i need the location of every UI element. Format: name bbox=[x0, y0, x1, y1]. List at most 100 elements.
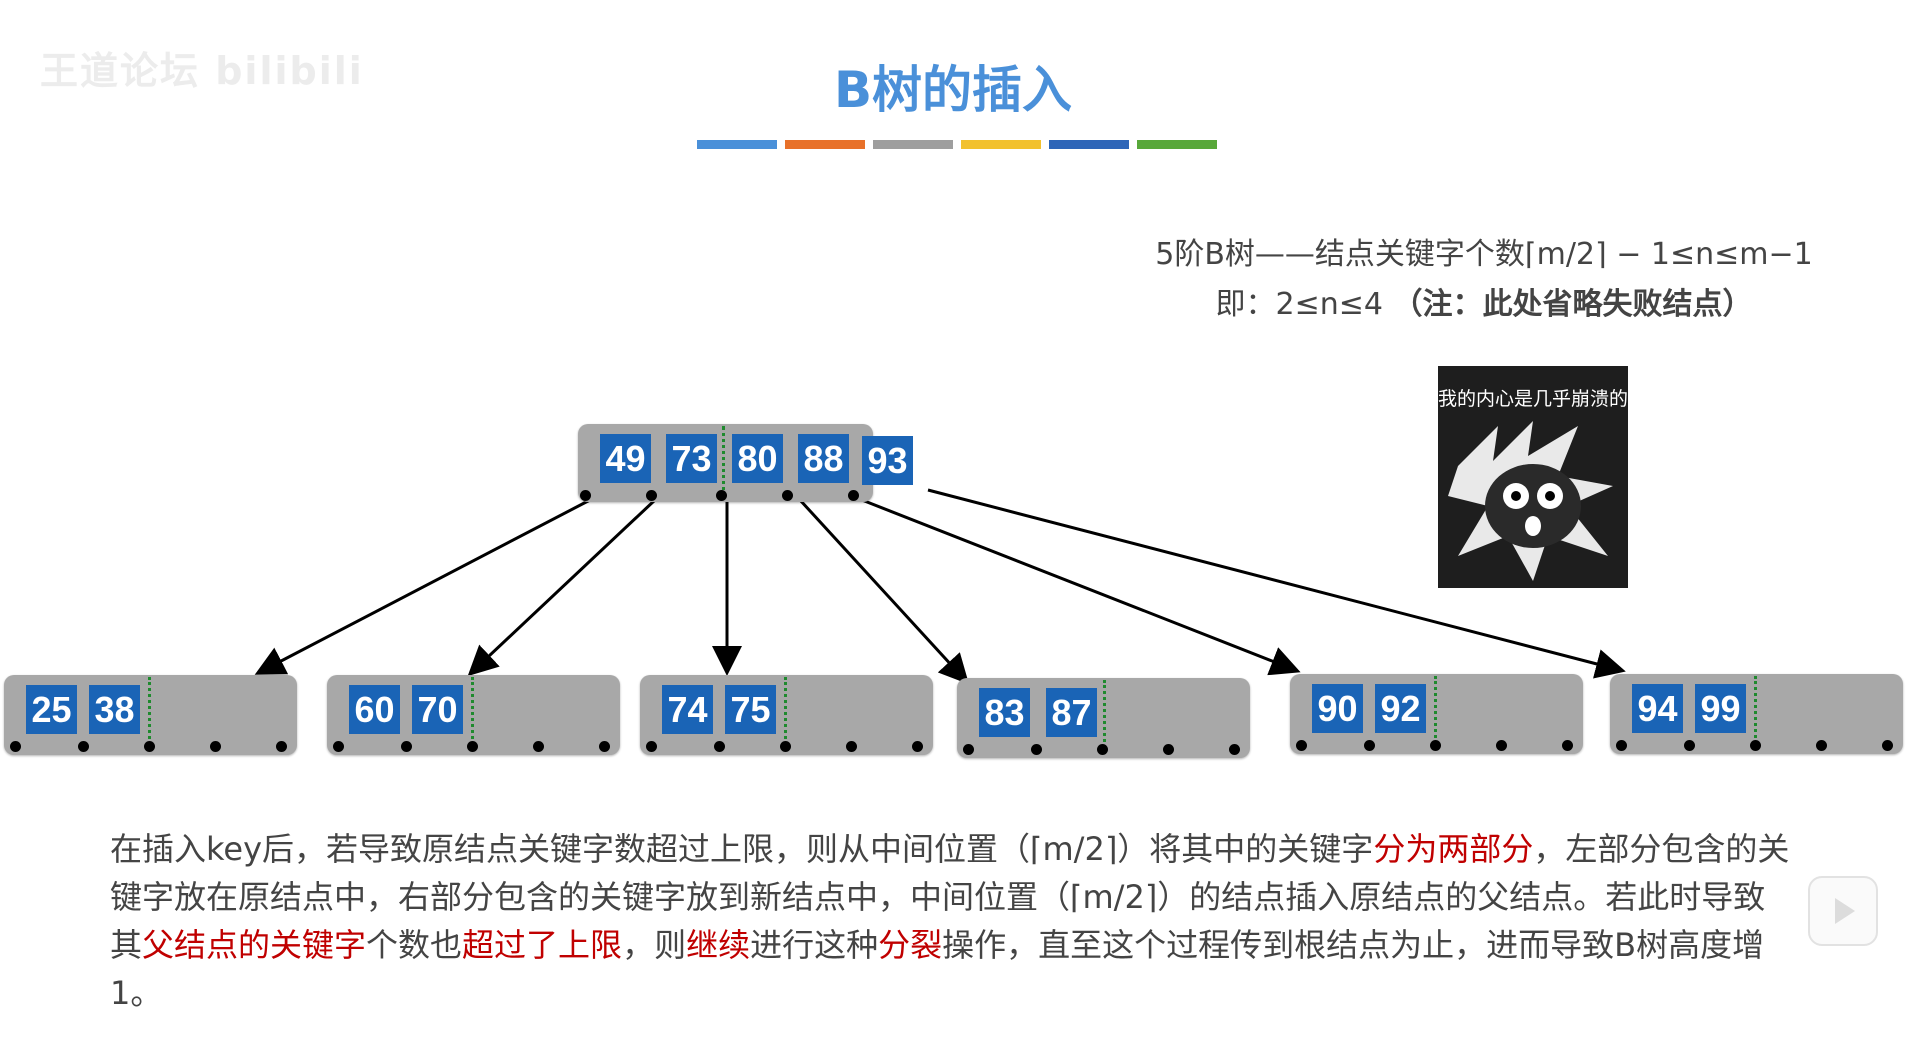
split-marker bbox=[471, 677, 474, 751]
pointer-dot bbox=[580, 490, 591, 501]
split-marker bbox=[784, 677, 787, 751]
root-key: 49 bbox=[600, 434, 651, 483]
play-button[interactable] bbox=[1808, 876, 1878, 946]
child-key: 83 bbox=[979, 688, 1030, 737]
child-node: 74 75 bbox=[640, 675, 933, 755]
highlight-text: 父结点的关键字 bbox=[142, 926, 367, 964]
edge-arrow bbox=[861, 498, 1301, 676]
color-segment bbox=[873, 140, 953, 149]
child-key: 25 bbox=[26, 685, 77, 734]
text-run: 在插入key后，若导致原结点关键字数超过上限，则从中间位置（⌈m/2⌉）将其中的… bbox=[110, 830, 1374, 868]
pointer-dot bbox=[1816, 740, 1827, 751]
rule-line-2: 即：2≤n≤4 （注：此处省略失败结点） bbox=[1094, 280, 1874, 330]
edge-arrow bbox=[927, 488, 1626, 679]
pointer-dot bbox=[780, 741, 791, 752]
child-key: 60 bbox=[349, 685, 400, 734]
text-run: 进行这种 bbox=[750, 926, 879, 964]
child-key: 94 bbox=[1632, 684, 1683, 733]
pointer-dot bbox=[1364, 740, 1375, 751]
color-segment bbox=[1137, 140, 1217, 149]
text-run: ，左部分包含的关键字放在原结点中，右部分包含的关键字放到新结点中，中间位置（⌈m… bbox=[110, 830, 1790, 964]
text-run: 操作，直至这个过程传到根结点为止，进而导致B树高度增1。 bbox=[110, 926, 1765, 1012]
pointer-dot bbox=[144, 741, 155, 752]
highlight-text: 分裂 bbox=[878, 926, 943, 964]
pointer-dot bbox=[963, 744, 974, 755]
b-tree-rule: 5阶B树——结点关键字个数⌈m/2⌉ − 1≤n≤m−1 即：2≤n≤4 （注：… bbox=[1094, 230, 1874, 330]
meme-image: 我的内心是几乎崩溃的 bbox=[1438, 366, 1628, 588]
child-key: 75 bbox=[725, 685, 776, 734]
child-node: 25 38 bbox=[4, 675, 297, 755]
shocked-cat-icon bbox=[1448, 421, 1613, 581]
child-key: 87 bbox=[1046, 688, 1097, 737]
highlight-text: 继续 bbox=[686, 926, 751, 964]
pointer-dot bbox=[1882, 740, 1893, 751]
pointer-dot bbox=[210, 741, 221, 752]
child-node: 90 92 bbox=[1290, 674, 1583, 754]
text-run: 个数也 bbox=[366, 926, 463, 964]
edge-arrow bbox=[254, 498, 591, 675]
child-node: 60 70 bbox=[327, 675, 620, 755]
pointer-dot bbox=[533, 741, 544, 752]
color-segment bbox=[785, 140, 865, 149]
play-icon bbox=[1835, 898, 1855, 924]
split-marker bbox=[1754, 676, 1757, 750]
pointer-dot bbox=[401, 741, 412, 752]
pointer-dot bbox=[1097, 744, 1108, 755]
pointer-dot bbox=[1296, 740, 1307, 751]
pointer-dot bbox=[333, 741, 344, 752]
rule-note: （注：此处省略失败结点） bbox=[1392, 287, 1753, 322]
explanation-text: 在插入key后，若导致原结点关键字数超过上限，则从中间位置（⌈m/2⌉）将其中的… bbox=[110, 825, 1790, 1017]
watermark-logo: 王道论坛 bilibili bbox=[40, 49, 364, 93]
child-key: 70 bbox=[412, 685, 463, 734]
pointer-dot bbox=[646, 741, 657, 752]
child-key: 38 bbox=[89, 685, 140, 734]
split-marker bbox=[722, 426, 725, 498]
root-key: 88 bbox=[798, 434, 849, 483]
pointer-dot bbox=[467, 741, 478, 752]
pointer-dot bbox=[1562, 740, 1573, 751]
root-node: 49 73 80 88 bbox=[578, 424, 873, 502]
child-key: 74 bbox=[662, 685, 713, 734]
pointer-dot bbox=[1684, 740, 1695, 751]
pointer-dot bbox=[1496, 740, 1507, 751]
split-marker bbox=[1434, 676, 1437, 750]
pointer-dot bbox=[1616, 740, 1627, 751]
highlight-text: 超过了上限 bbox=[462, 926, 623, 964]
pointer-dot bbox=[646, 490, 657, 501]
split-marker bbox=[148, 677, 151, 751]
edge-arrow bbox=[467, 498, 657, 677]
child-key: 99 bbox=[1695, 684, 1746, 733]
color-segment bbox=[697, 140, 777, 149]
root-key: 80 bbox=[732, 434, 783, 483]
highlight-text: 分为两部分 bbox=[1373, 830, 1534, 868]
child-node: 83 87 bbox=[957, 678, 1250, 758]
pointer-dot bbox=[1750, 740, 1761, 751]
pointer-dot bbox=[846, 741, 857, 752]
split-marker bbox=[1103, 680, 1106, 754]
child-node: 94 99 bbox=[1610, 674, 1903, 754]
pointer-dot bbox=[1163, 744, 1174, 755]
child-key: 90 bbox=[1312, 684, 1363, 733]
color-segment bbox=[1049, 140, 1129, 149]
pointer-dot bbox=[912, 741, 923, 752]
pointer-dot bbox=[78, 741, 89, 752]
pointer-dot bbox=[599, 741, 610, 752]
slide-title: B树的插入 bbox=[833, 61, 1073, 119]
edge-arrow bbox=[798, 498, 970, 685]
pointer-dot bbox=[1229, 744, 1240, 755]
root-key: 73 bbox=[666, 434, 717, 483]
text-run: ，则 bbox=[622, 926, 687, 964]
pointer-dot bbox=[1430, 740, 1441, 751]
pointer-dot bbox=[10, 741, 21, 752]
rule-line-1: 5阶B树——结点关键字个数⌈m/2⌉ − 1≤n≤m−1 bbox=[1155, 237, 1813, 272]
color-segment bbox=[961, 140, 1041, 149]
child-key: 92 bbox=[1375, 684, 1426, 733]
pointer-dot bbox=[848, 490, 859, 501]
pointer-dot bbox=[276, 741, 287, 752]
pointer-dot bbox=[782, 490, 793, 501]
rule-range: 即：2≤n≤4 bbox=[1215, 287, 1393, 322]
pointer-dot bbox=[1031, 744, 1042, 755]
pointer-dot bbox=[716, 490, 727, 501]
meme-caption: 我的内心是几乎崩溃的 bbox=[1438, 388, 1628, 410]
